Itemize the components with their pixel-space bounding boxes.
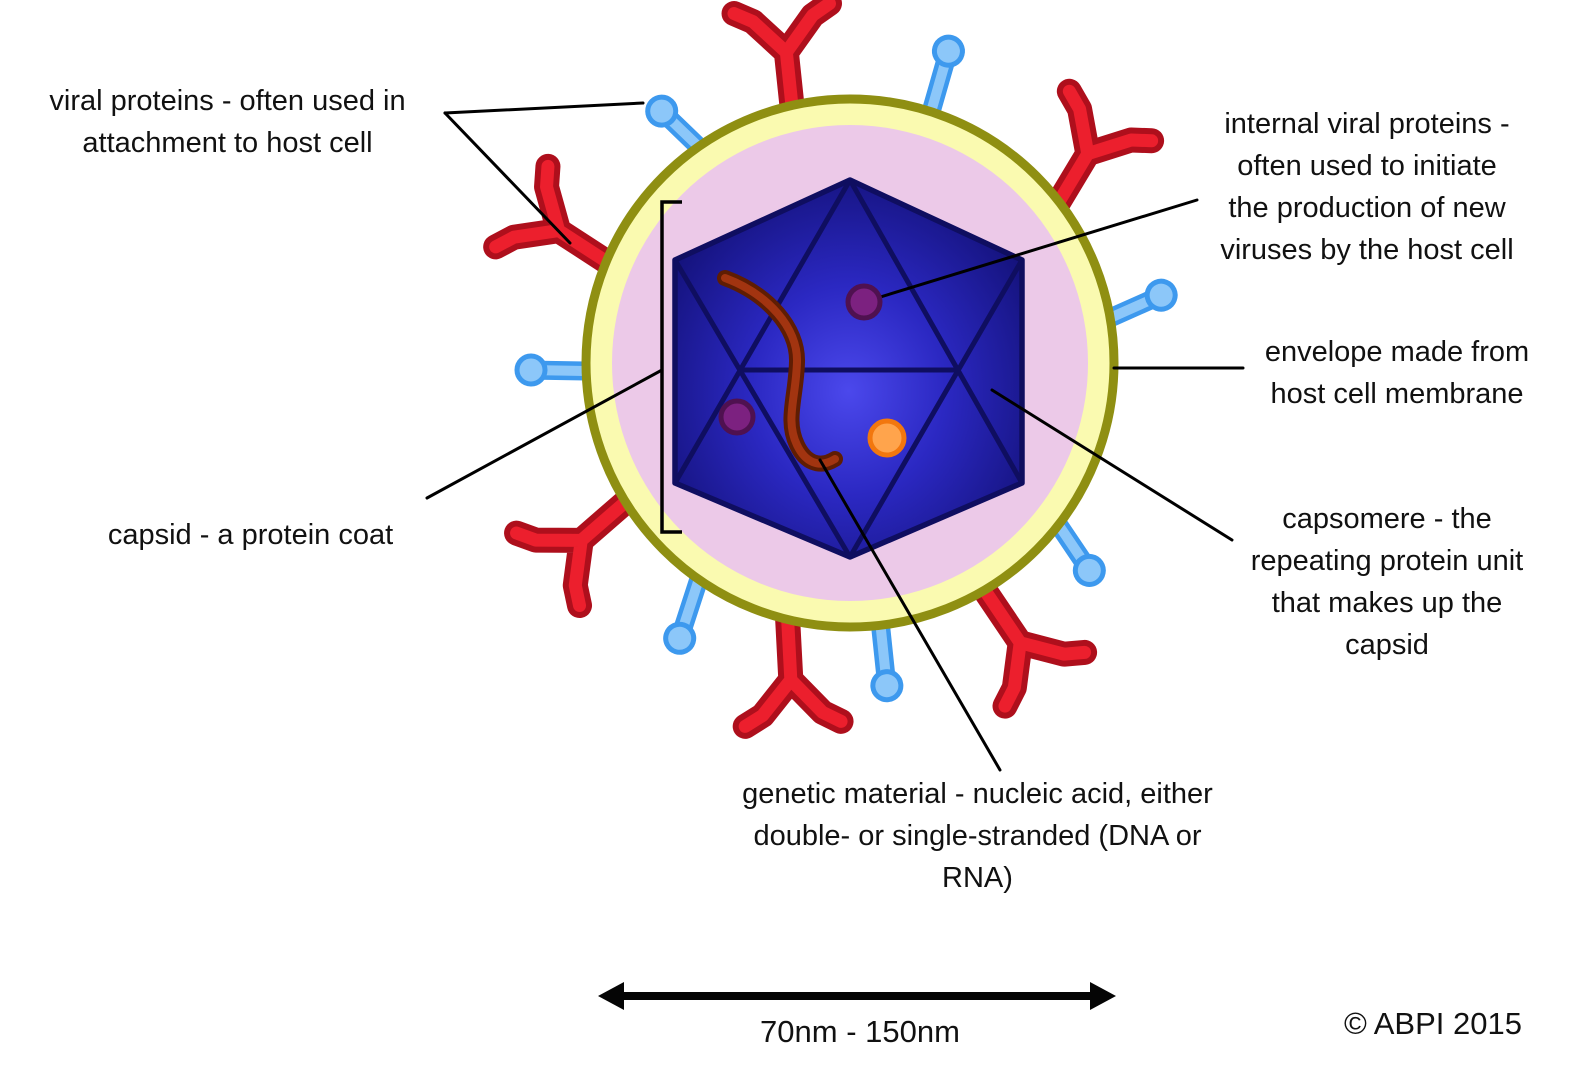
scale-arrow-left-head (598, 982, 624, 1010)
capsomere-label: capsomere - the repeating protein unit t… (1250, 503, 1524, 661)
viral-proteins-callout-line-2 (443, 111, 572, 245)
envelope-label: envelope made from host cell membrane (1264, 336, 1530, 410)
genetic-material-callout-line (818, 458, 1002, 772)
capsid-bracket (660, 200, 682, 534)
scale-arrow-right-head (1090, 982, 1116, 1010)
capsid-callout-line (425, 368, 664, 500)
genetic-material-squiggle-core (721, 274, 839, 468)
capsid-facet-lines (672, 178, 1025, 559)
internal-proteins-callout-line (862, 198, 1199, 304)
genetic-material-label: genetic material - nucleic acid, either … (742, 778, 1213, 894)
capsid-label: capsid - a protein coat (107, 519, 394, 551)
viral-proteins-callout-line-1 (443, 101, 645, 115)
copyright-label: © ABPI 2015 (1344, 1006, 1522, 1041)
scale-arrow (598, 982, 1116, 1010)
callout-lines-group (425, 101, 1245, 772)
internal-viral-proteins-label: internal viral proteins - often used to … (1220, 108, 1514, 266)
blue-pin-surface-protein-icon (866, 623, 902, 702)
scale-label: 70nm - 150nm (760, 1014, 960, 1049)
internal-protein-dot (845, 283, 883, 321)
orange-protein-dot (867, 418, 907, 458)
red-y-surface-protein-icon (740, 615, 841, 726)
blue-pin-surface-protein-icon (918, 34, 966, 115)
internal-protein-dot (718, 398, 756, 436)
viral-proteins-label: viral proteins - often used in attachmen… (49, 85, 406, 159)
capsomere-callout-line (990, 388, 1234, 542)
